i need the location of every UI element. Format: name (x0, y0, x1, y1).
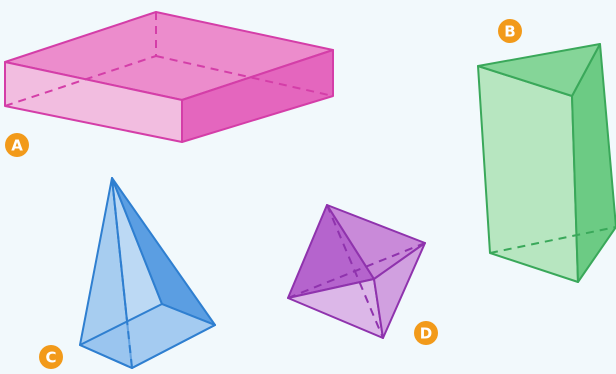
prism-b-left-face (477, 65, 579, 283)
prism-a-hidden-edges (4, 12, 334, 107)
label-d-badge: D (414, 321, 438, 345)
triangular-prism (477, 43, 616, 283)
label-d-text: D (420, 325, 432, 343)
label-a-text: A (11, 137, 23, 155)
prism-b-hidden-edges (489, 226, 616, 254)
prism-b-top-face (477, 43, 601, 97)
label-c-text: C (45, 349, 56, 367)
label-a-badge: A (5, 133, 29, 157)
octahedron (287, 204, 426, 339)
octahedron-d-hidden-edges (287, 204, 426, 339)
octahedron-d-lower-right-face (373, 242, 426, 339)
square-pyramid (79, 177, 216, 369)
pyramid-c-hidden-edges (111, 177, 133, 369)
prism-a-right-face (181, 49, 334, 143)
rectangular-prism (4, 11, 334, 143)
pyramid-c-base (79, 303, 216, 369)
label-b-badge: B (498, 19, 522, 43)
label-c-badge: C (39, 345, 63, 369)
label-b-text: B (504, 23, 515, 41)
